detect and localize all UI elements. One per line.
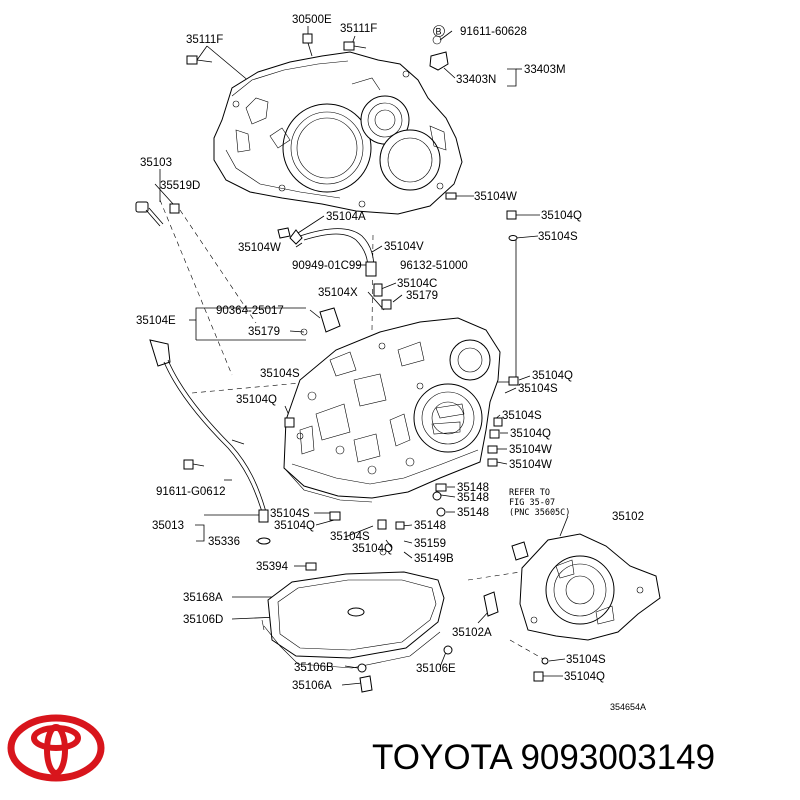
label-refer-fig: FIG 35-07 (509, 498, 555, 508)
label-35106D: 35106D (183, 614, 223, 626)
label-35106E: 35106E (416, 663, 456, 675)
label-35104A-top: 35104A (326, 211, 366, 223)
label-35104S-f: 35104S (330, 531, 370, 543)
label-35104Q-d: 35104Q (510, 428, 551, 440)
label-35104Q-b: 35104Q (236, 394, 277, 406)
transaxle-case (283, 317, 501, 503)
label-35102A: 35102A (452, 627, 492, 639)
label-35149B: 35149B (414, 553, 454, 565)
leader-lines (154, 26, 569, 686)
label-35148-a: 35148 (457, 482, 489, 494)
label-96132-51000: 96132-51000 (400, 260, 468, 272)
label-35179-b: 35179 (248, 326, 280, 338)
dipstick-tube-35103 (135, 201, 164, 227)
label-91611-60628: 91611-60628 (460, 26, 527, 38)
label-35104S-d: 35104S (502, 410, 542, 422)
label-35104S-g: 35104S (566, 654, 606, 666)
label-90949-01C99: 90949-01C99 (292, 260, 362, 272)
label-35148-c: 35148 (457, 507, 489, 519)
part-labels: 35111F 30500E 35111F B 91611-60628 33403… (136, 14, 646, 712)
transaxle-housing (213, 51, 463, 215)
label-35104S-c: 35104S (518, 383, 558, 395)
label-35148-d: 35148 (414, 520, 446, 532)
label-35104W-d: 35104W (509, 459, 552, 471)
brand-part-number: TOYOTA 9093003149 (372, 738, 716, 777)
case-bolts (284, 376, 519, 571)
label-35103: 35103 (140, 157, 172, 169)
label-35013: 35013 (152, 520, 184, 532)
cooler-fittings (277, 210, 518, 336)
label-35104W-top: 35104W (474, 191, 517, 203)
label-35111F-left: 35111F (186, 34, 223, 46)
label-91611-G0612: 91611-G0612 (156, 486, 225, 498)
label-35104Q-f: 35104Q (352, 543, 393, 555)
oil-dipstick-35013 (149, 339, 271, 545)
label-35168A: 35168A (183, 592, 223, 604)
label-35104Q-a: 35104Q (541, 210, 582, 222)
label-33403N: 33403N (456, 74, 496, 86)
label-35104X: 35104X (318, 287, 358, 299)
clip-35104W-top (445, 192, 457, 200)
label-35336: 35336 (208, 536, 240, 548)
drawing-number: 354654A (610, 702, 646, 712)
label-35102: 35102 (612, 511, 644, 523)
label-35104V: 35104V (384, 241, 424, 253)
top-small-parts (135, 33, 457, 227)
label-35104Q-c: 35104Q (532, 370, 573, 382)
label-90364-25017: 90364-25017 (216, 305, 284, 317)
bolt-35111F-left (186, 55, 213, 65)
label-35104C: 35104C (397, 278, 437, 290)
sensor-33403N (429, 35, 449, 71)
label-35104W-b: 35104W (238, 242, 281, 254)
label-35179-a: 35179 (406, 290, 438, 302)
label-33403M: 33403M (524, 64, 566, 76)
label-35104W-c: 35104W (509, 444, 552, 456)
label-30500E: 30500E (292, 14, 332, 26)
label-35104E: 35104E (136, 315, 176, 327)
label-35104Q-g: 35104Q (564, 671, 605, 683)
label-35106B: 35106B (294, 662, 334, 674)
label-35104S-a: 35104S (538, 231, 578, 243)
label-refer-pnc: (PNC 35605C) (509, 508, 570, 518)
label-35394: 35394 (256, 561, 289, 573)
differential-case-35102 (483, 533, 661, 682)
label-35104S-e: 35104S (270, 508, 310, 520)
bolt-35111F-right (343, 41, 367, 51)
label-35104S-b: 35104S (260, 368, 300, 380)
label-35148-b: 35148 (457, 492, 489, 504)
oil-pan (261, 571, 453, 693)
label-35111F-right: 35111F (340, 23, 377, 35)
bolt-35519D (169, 203, 180, 214)
bolt-30500E (302, 33, 313, 57)
label-refer-to: REFER TO (509, 488, 550, 498)
label-35519D: 35519D (160, 180, 200, 192)
label-35104Q-e: 35104Q (274, 520, 315, 532)
label-35106A: 35106A (292, 680, 332, 692)
label-35159: 35159 (414, 538, 446, 550)
toyota-logo-icon (7, 714, 105, 782)
label-B: B (436, 27, 442, 37)
